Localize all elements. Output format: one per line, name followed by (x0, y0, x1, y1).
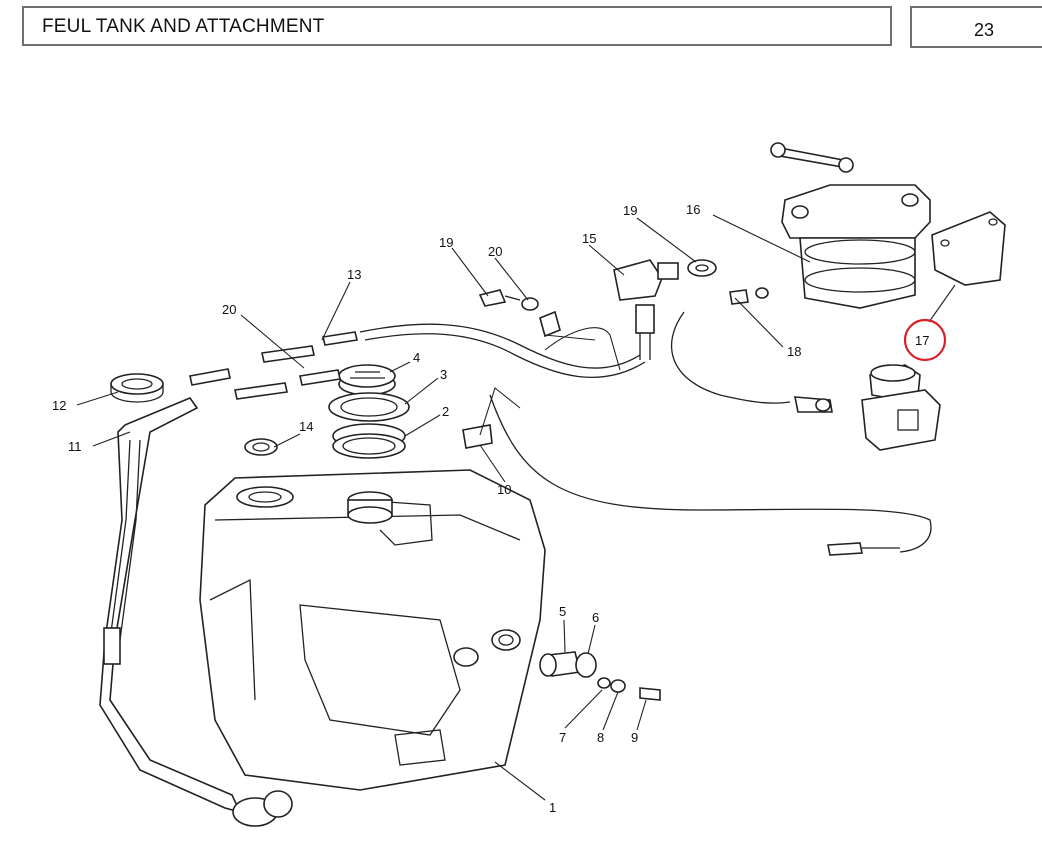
callout-1: 1 (549, 800, 556, 815)
seal-14 (244, 438, 278, 456)
callout-4: 4 (413, 350, 420, 365)
callout-2: 2 (442, 404, 449, 419)
callout-12: 12 (52, 398, 66, 413)
callout-10: 10 (497, 482, 511, 497)
cap-gasket (328, 392, 410, 422)
callout-7: 7 (559, 730, 566, 745)
callout-9: 9 (631, 730, 638, 745)
callout-15: 15 (582, 231, 596, 246)
callout-16: 16 (686, 202, 700, 217)
callout-8: 8 (597, 730, 604, 745)
ring-12 (110, 373, 164, 403)
callout-5: 5 (559, 604, 566, 619)
filler-cap (338, 364, 396, 396)
callout-labels: 1 2 3 4 5 6 7 8 9 10 11 12 13 14 15 16 1… (52, 202, 929, 815)
callout-19-right: 19 (623, 203, 637, 218)
drain-assembly (539, 651, 661, 701)
level-sender (99, 397, 293, 827)
callout-20-left: 20 (222, 302, 236, 317)
page-number: 23 (974, 20, 995, 40)
callout-17: 17 (915, 333, 929, 348)
page-number-box: 23 (910, 6, 1042, 48)
page-title: FEUL TANK AND ATTACHMENT (42, 16, 325, 37)
callout-13: 13 (347, 267, 361, 282)
fuel-tank (199, 469, 546, 791)
fuel-filter (770, 142, 931, 309)
callout-19-left: 19 (439, 235, 453, 250)
callout-18: 18 (787, 344, 801, 359)
callout-6: 6 (592, 610, 599, 625)
callout-3: 3 (440, 367, 447, 382)
callout-20-top: 20 (488, 244, 502, 259)
fuel-lines (359, 304, 932, 553)
gasket-plate (931, 211, 1006, 286)
filler-ring (332, 423, 406, 459)
leader-lines (76, 214, 956, 801)
fittings (462, 259, 900, 556)
highlight-circle (903, 318, 947, 362)
title-box: FEUL TANK AND ATTACHMENT (22, 6, 892, 46)
fuel-pump (861, 364, 941, 451)
callout-11: 11 (68, 439, 82, 454)
callout-14: 14 (299, 419, 313, 434)
